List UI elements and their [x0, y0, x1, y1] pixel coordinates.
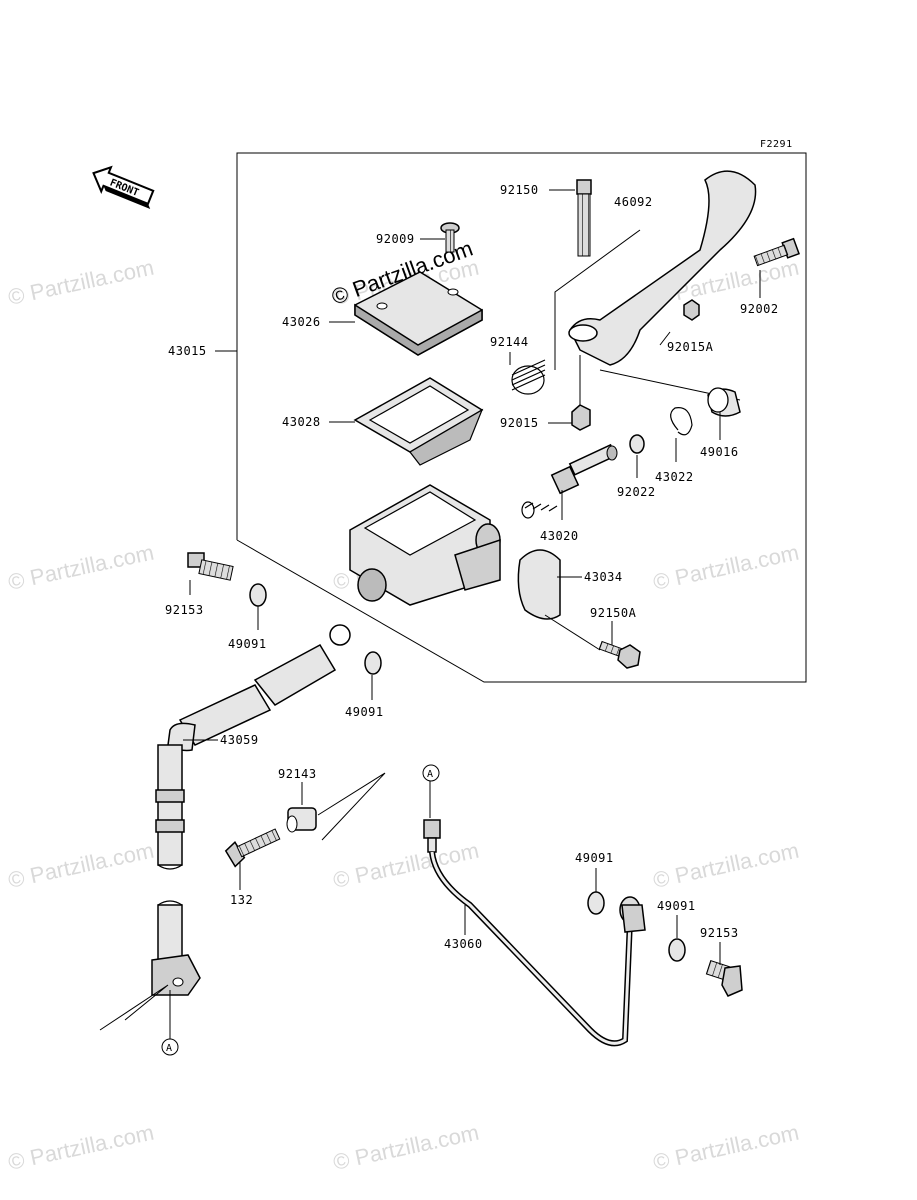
watermark-1: © Partzilla.com — [6, 255, 156, 310]
sleeve-92143-part — [286, 772, 386, 841]
label-92150A: 92150A — [590, 606, 637, 620]
ref-mark-a-top: A — [422, 764, 440, 782]
label-43026: 43026 — [282, 315, 321, 329]
watermark-11: © Partzilla.com — [331, 1120, 481, 1175]
watermark-10: © Partzilla.com — [6, 1120, 156, 1175]
watermark-12: © Partzilla.com — [651, 1120, 801, 1175]
part-labels: 92150 46092 92009 92002 43026 43015 9214… — [165, 183, 779, 951]
label-92015: 92015 — [500, 416, 539, 430]
label-49091-b: 49091 — [345, 705, 384, 719]
label-43060: 43060 — [444, 937, 483, 951]
watermark-8: © Partzilla.com — [331, 838, 481, 893]
figure-code: F2291 — [760, 139, 793, 150]
label-92002: 92002 — [740, 302, 779, 316]
diaphragm-part — [353, 377, 484, 466]
label-92009: 92009 — [376, 232, 415, 246]
brake-hose-part — [99, 624, 351, 1031]
label-92144: 92144 — [490, 335, 529, 349]
bolt-132-part — [224, 828, 281, 868]
nut-92015A-part — [683, 299, 700, 321]
leader-lines — [169, 189, 761, 1040]
assembly-outline — [236, 152, 807, 683]
washer-49091-b-part — [364, 651, 382, 675]
label-49091-c: 49091 — [575, 851, 614, 865]
ref-mark-a-bottom: A — [161, 1038, 179, 1056]
watermark-7: © Partzilla.com — [6, 838, 156, 893]
washer-49091-c-part — [587, 891, 605, 915]
svg-text:A: A — [427, 769, 434, 780]
label-43059: 43059 — [220, 733, 259, 747]
banjo-bolt-92153-top-part — [187, 552, 234, 581]
piston-assembly-part — [521, 443, 618, 519]
washer-49091-a-part — [249, 583, 267, 607]
label-92153-top: 92153 — [165, 603, 204, 617]
lever-part — [569, 170, 757, 366]
label-43034: 43034 — [584, 570, 623, 584]
label-43020: 43020 — [540, 529, 579, 543]
spring-92144-part — [511, 359, 546, 395]
label-132: 132 — [230, 893, 253, 907]
label-43022: 43022 — [655, 470, 694, 484]
circlip-part — [670, 407, 693, 436]
reservoir-cap-part — [354, 271, 483, 356]
label-49091-a: 49091 — [228, 637, 267, 651]
label-92022: 92022 — [617, 485, 656, 499]
label-49091-d: 49091 — [657, 899, 696, 913]
washer-49091-d-part — [668, 938, 686, 962]
label-92153-bottom: 92153 — [700, 926, 739, 940]
label-92150: 92150 — [500, 183, 539, 197]
washer-92022-part — [629, 434, 645, 454]
svg-text:A: A — [166, 1043, 173, 1054]
master-cylinder-body — [349, 484, 501, 606]
front-arrow: FRONT — [92, 165, 155, 209]
brake-pipe-part — [423, 819, 646, 1047]
boot-49016-part — [707, 387, 741, 417]
clamp-part — [517, 549, 561, 620]
watermark-9: © Partzilla.com — [651, 838, 801, 893]
label-43028: 43028 — [282, 415, 321, 429]
label-92015A: 92015A — [667, 340, 714, 354]
label-49016: 49016 — [700, 445, 739, 459]
label-92143: 92143 — [278, 767, 317, 781]
watermark-4: © Partzilla.com — [6, 540, 156, 595]
label-43015: 43015 — [168, 344, 207, 358]
bolt-92150-part — [576, 179, 592, 257]
banjo-bolt-92153-bottom-part — [705, 960, 743, 997]
nut-92015-part — [571, 355, 591, 431]
label-46092: 46092 — [614, 195, 653, 209]
bolt-92150A-part — [544, 614, 641, 669]
watermark-6: © Partzilla.com — [651, 540, 801, 595]
bolt-92002-part — [753, 237, 800, 267]
screw-92009-part — [440, 222, 460, 253]
